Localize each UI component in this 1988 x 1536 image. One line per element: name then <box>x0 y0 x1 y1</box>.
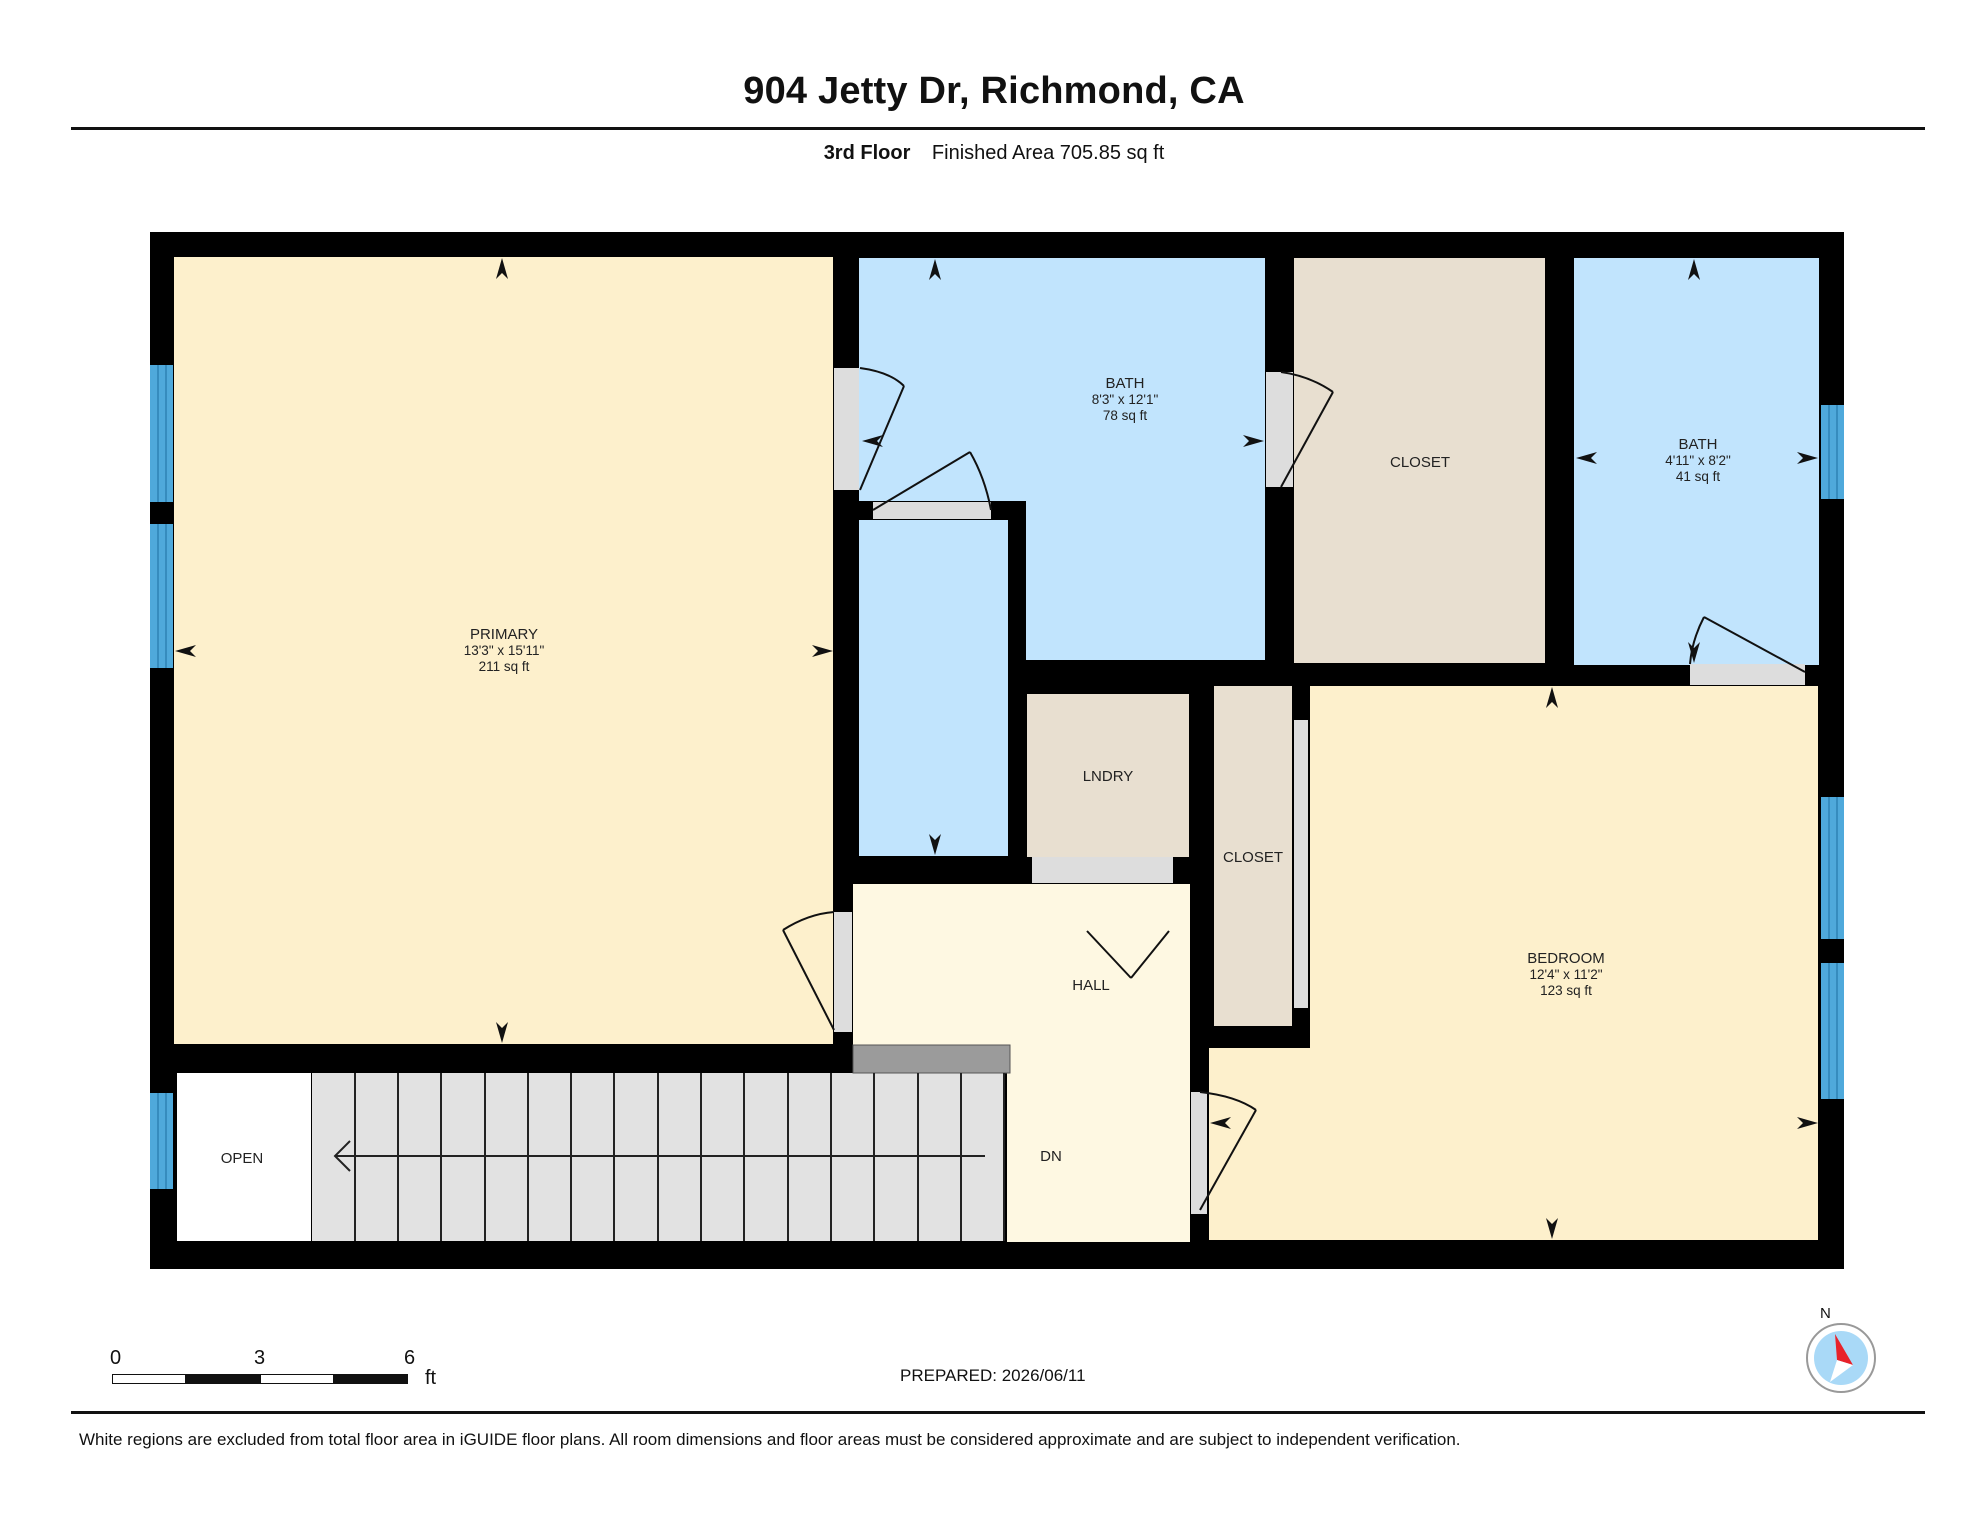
room-hall[interactable] <box>853 884 1190 1242</box>
scale-tick-0: 0 <box>110 1347 122 1369</box>
footer-rule <box>71 1411 1925 1414</box>
window-panes <box>157 365 1838 1189</box>
room-dims-bath: 8'3" x 12'1" <box>1092 392 1159 407</box>
stair-direction-arrow <box>333 1140 985 1172</box>
open-area <box>177 1073 311 1241</box>
door-opening <box>834 368 859 490</box>
room-closet-1[interactable] <box>1294 258 1545 663</box>
room-area-primary: 211 sq ft <box>479 659 530 674</box>
room-bath[interactable] <box>859 258 1265 501</box>
page-title: 904 Jetty Dr, Richmond, CA <box>743 70 1245 112</box>
prepared-date: PREPARED: 2026/06/11 <box>900 1366 1086 1385</box>
dimension-arrows <box>175 258 1818 1239</box>
room-label-closet-1: CLOSET <box>1390 454 1450 471</box>
subtitle: 3rd Floor Finished Area 705.85 sq ft <box>0 142 1988 165</box>
door-opening <box>1191 1092 1207 1214</box>
scale-unit: ft <box>425 1367 437 1389</box>
scale-segment <box>186 1374 260 1384</box>
room-dims-bedroom: 12'4" x 11'2" <box>1529 967 1602 982</box>
room-bath-vanity[interactable] <box>859 520 1008 856</box>
room-area-bedroom: 123 sq ft <box>1540 983 1592 998</box>
room-laundry[interactable] <box>1027 694 1189 857</box>
windows <box>150 365 1844 1189</box>
door-opening <box>1690 664 1805 685</box>
room-bath-lower[interactable] <box>1026 500 1265 660</box>
stair-landing <box>852 1044 1011 1074</box>
room-area-bath: 78 sq ft <box>1103 408 1148 423</box>
room-bath-2[interactable] <box>1574 258 1819 665</box>
door-opening <box>1032 857 1173 883</box>
floor-label: 3rd Floor <box>823 142 911 164</box>
scale-segment <box>112 1374 186 1384</box>
scale-tick-6: 6 <box>404 1347 416 1369</box>
compass-north-label: N <box>1820 1305 1831 1322</box>
stairs-label: DN <box>1040 1148 1062 1165</box>
door-opening <box>834 912 852 1032</box>
compass-arrow-icon <box>1835 1334 1853 1365</box>
scale-segment <box>260 1374 334 1384</box>
room-label-primary: PRIMARY <box>470 626 538 643</box>
closet-slider <box>1294 720 1308 1008</box>
door-opening <box>1266 372 1293 487</box>
disclaimer: White regions are excluded from total fl… <box>79 1430 1461 1449</box>
room-dims-bath-2: 4'11" x 8'2" <box>1665 453 1731 468</box>
door-opening <box>873 502 991 519</box>
room-area-bath-2: 41 sq ft <box>1676 469 1721 484</box>
compass <box>1806 1323 1876 1393</box>
room-primary[interactable] <box>174 257 833 1044</box>
room-label-laundry: LNDRY <box>1083 768 1134 785</box>
room-closet-2[interactable] <box>1214 686 1292 1026</box>
title-underline <box>71 127 1925 130</box>
room-label-closet-2: CLOSET <box>1223 849 1283 866</box>
door-swings <box>782 367 1806 1211</box>
room-label-bedroom: BEDROOM <box>1527 950 1605 967</box>
room-label-open: OPEN <box>221 1150 264 1167</box>
room-label-bath-2: BATH <box>1679 436 1718 453</box>
room-bedroom[interactable] <box>1209 686 1818 1240</box>
scale-segment <box>334 1374 408 1384</box>
room-dims-primary: 13'3" x 15'11" <box>464 643 545 658</box>
room-label-hall: HALL <box>1072 977 1110 994</box>
room-label-bath: BATH <box>1106 375 1145 392</box>
scale-tick-3: 3 <box>254 1347 266 1369</box>
finished-area: Finished Area 705.85 sq ft <box>931 142 1165 164</box>
